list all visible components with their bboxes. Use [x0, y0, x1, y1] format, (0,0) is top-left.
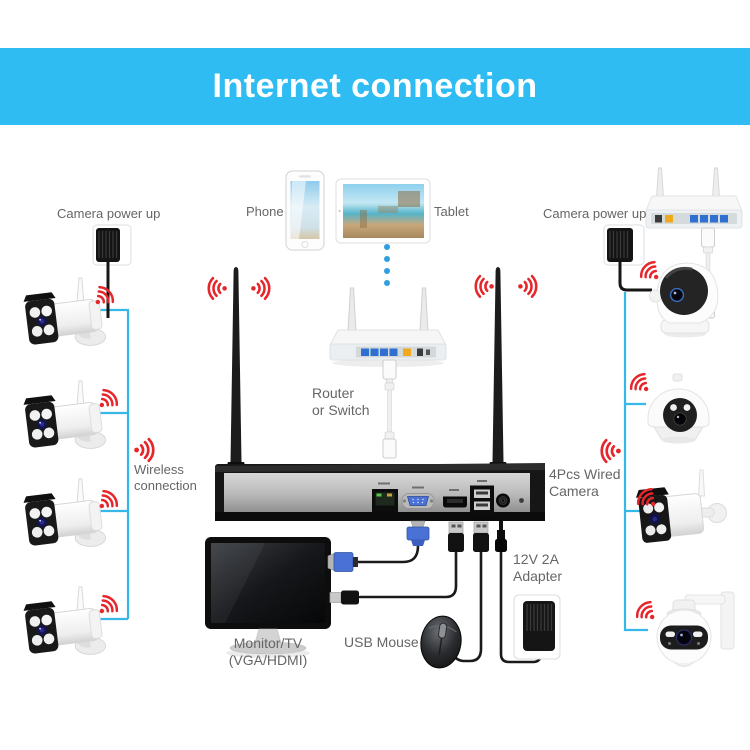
monitor: [205, 537, 331, 658]
wired-bullet-camera: [635, 469, 727, 543]
camera-power-up-label-right: Camera power up: [543, 206, 647, 221]
nvr-dc-jack: [496, 493, 510, 508]
indoor-ptz-camera: [649, 262, 719, 338]
speed-dome-camera: [656, 591, 735, 667]
nvr-antenna-right: [486, 267, 510, 474]
nvr-hdmi-port: [443, 496, 467, 508]
smartphone: [285, 170, 325, 251]
nvr-ethernet-port: [372, 489, 398, 512]
monitor-label: Monitor/TV (VGA/HDMI): [228, 635, 308, 668]
wired-camera-label: 4Pcs Wired Camera: [549, 466, 621, 499]
wifi-icon: [132, 437, 155, 463]
tablet-label: Tablet: [434, 204, 469, 219]
router-top-right: [645, 167, 743, 229]
page-title: Internet connection: [212, 67, 538, 105]
power-adapter-12v: [513, 594, 561, 660]
adapter-label: 12V 2A Adapter: [513, 551, 563, 584]
ethernet-cable: [382, 359, 397, 459]
usb-plug: [448, 521, 464, 552]
wifi-icon: [600, 438, 623, 464]
nvr-recorder: [215, 267, 545, 521]
camera-power-up-label-left: Camera power up: [57, 206, 161, 221]
usb-mouse: [420, 615, 462, 669]
usb-cable: [358, 550, 458, 599]
power-adapter-right: [603, 224, 652, 292]
nvr-vga-port: [401, 493, 435, 509]
nvr-antenna-left: [224, 267, 248, 474]
wifi-icon: [249, 276, 271, 300]
wired-connection-lines-right: [623, 292, 648, 632]
phone-label: Phone: [246, 204, 284, 219]
vga-plug-monitor: [327, 552, 358, 572]
dotted-link: [384, 244, 390, 286]
wireless-connection-label: Wireless connection: [134, 462, 197, 493]
wifi-icon: [516, 274, 538, 298]
usb-mouse-label: USB Mouse: [344, 634, 419, 650]
vga-connector: [406, 520, 430, 546]
usb-plug: [473, 521, 489, 552]
wireless-bullet-camera: [23, 587, 106, 654]
vga-cable: [356, 544, 420, 564]
tablet: [335, 178, 431, 244]
router: [329, 287, 447, 367]
wireless-bullet-camera: [23, 381, 106, 448]
router-label: Router or Switch: [312, 385, 370, 418]
usb-plug-monitor: [329, 590, 359, 605]
nvr-usb-ports: [470, 485, 494, 514]
dome-camera: [647, 373, 710, 444]
wifi-icon: [207, 276, 229, 300]
wifi-icon: [474, 274, 496, 298]
title-banner: Internet connection: [0, 48, 750, 125]
wifi-icon: [632, 598, 662, 628]
wireless-connection-lines-left: [98, 308, 130, 621]
wifi-icon: [626, 370, 656, 400]
dc-plug: [495, 521, 507, 552]
wireless-bullet-camera: [23, 278, 106, 345]
wireless-bullet-camera: [23, 479, 106, 546]
